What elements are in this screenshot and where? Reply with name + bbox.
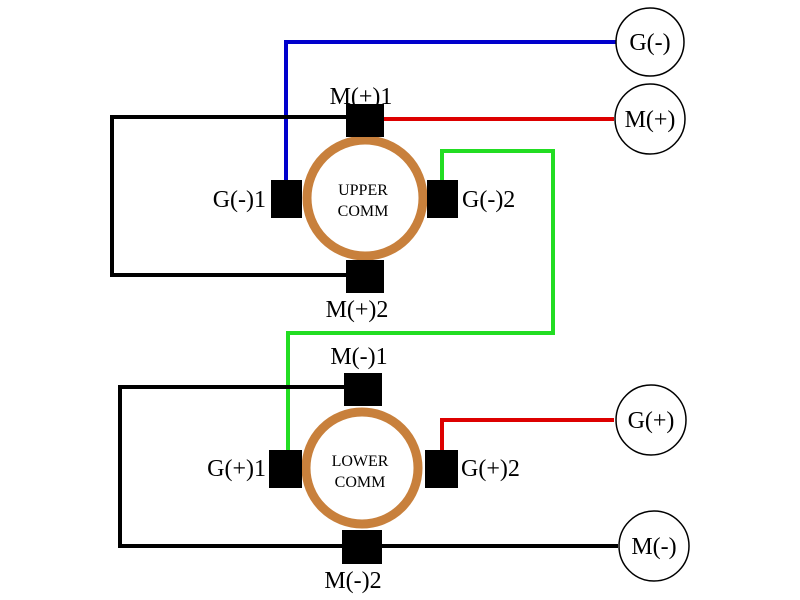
lower-pad-bottom (342, 530, 382, 564)
terminal-m-pos (614, 83, 686, 155)
terminal-m-neg (618, 510, 690, 582)
upper-commutator-ring (302, 135, 428, 261)
terminal-m-pos-label: M(+) (625, 107, 676, 133)
terminal-m-neg-label: M(-) (631, 534, 676, 560)
upper-comm-label-line2: COMM (338, 203, 389, 220)
lower-pad-left (269, 450, 302, 488)
lower-bottom-label: M(-)2 (324, 568, 381, 594)
lower-pad-top (344, 373, 382, 406)
black-wire-upper-loop (110, 115, 348, 277)
terminal-g-neg (615, 7, 685, 77)
lower-commutator-ring (301, 407, 423, 529)
terminal-g-pos (615, 384, 687, 456)
lower-right-label: G(+)2 (461, 456, 520, 482)
upper-right-label: G(-)2 (462, 187, 515, 213)
upper-bottom-label: M(+)2 (326, 297, 389, 323)
lower-pad-right (425, 450, 458, 488)
upper-pad-top (346, 104, 384, 137)
lower-comm-label-line2: COMM (335, 474, 386, 491)
lower-comm-label-line1: LOWER (332, 453, 389, 470)
upper-pad-bottom (346, 260, 384, 293)
blue-wire-g-neg (284, 40, 616, 195)
red-wire-g-pos (440, 418, 614, 455)
terminal-g-neg-label: G(-) (629, 30, 670, 56)
green-wire-jumper (286, 149, 555, 453)
upper-left-label: G(-)1 (213, 187, 266, 213)
terminal-g-pos-label: G(+) (628, 408, 675, 434)
lower-left-label: G(+)1 (207, 456, 266, 482)
upper-comm-label-line1: UPPER (338, 182, 388, 199)
upper-top-label: M(+)1 (330, 84, 393, 110)
lower-top-label: M(-)1 (330, 344, 387, 370)
upper-pad-left (271, 180, 302, 218)
upper-pad-right (427, 180, 458, 218)
